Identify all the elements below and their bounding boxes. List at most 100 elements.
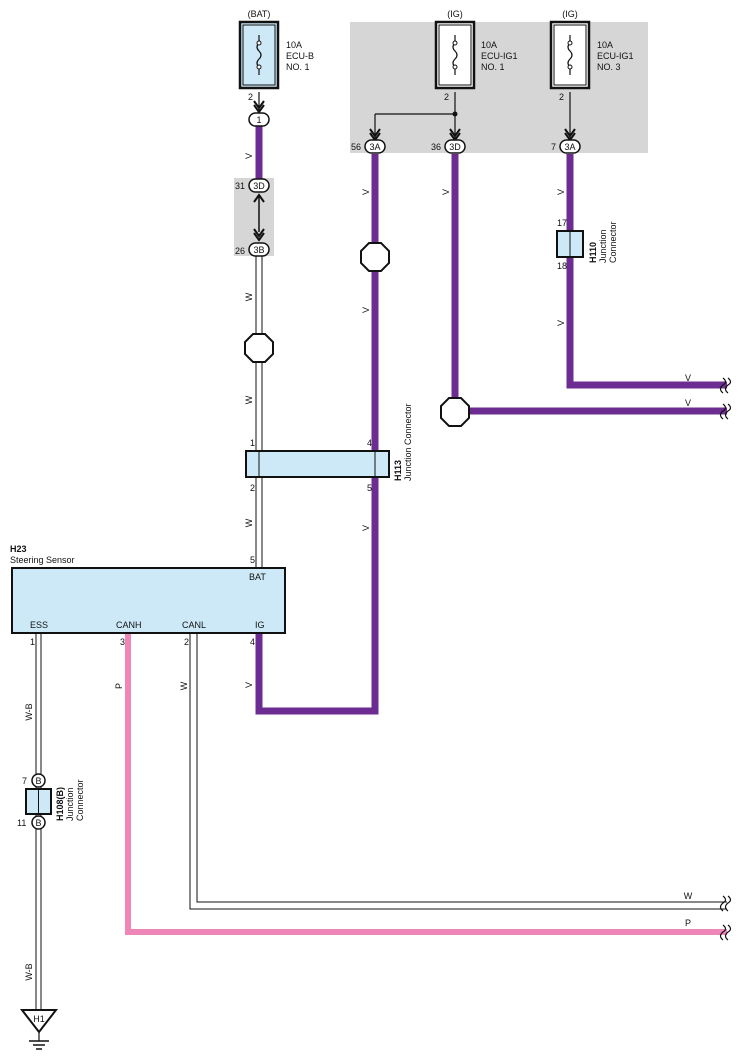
svg-text:H113: H113	[393, 460, 403, 481]
svg-text:H108(B): H108(B)	[55, 787, 65, 821]
svg-text:(BAT): (BAT)	[248, 9, 271, 19]
ground-h1: H1	[19, 1009, 59, 1050]
junction-connector-h113: 1 2 4 5 H113 Junction Connector	[245, 403, 413, 493]
svg-text:W-B: W-B	[24, 963, 34, 980]
svg-text:H1: H1	[33, 1014, 45, 1024]
svg-text:(IG): (IG)	[447, 9, 463, 19]
svg-text:BAT: BAT	[249, 572, 266, 582]
svg-text:IG: IG	[255, 620, 265, 630]
svg-text:B: B	[35, 776, 41, 786]
svg-text:CANH: CANH	[116, 620, 142, 630]
steering-sensor-h23: H23 Steering Sensor 5 BAT ESS CANH CANL …	[10, 544, 286, 647]
svg-text:10A: 10A	[286, 40, 302, 50]
svg-text:B: B	[35, 818, 41, 828]
svg-text:4: 4	[250, 637, 255, 647]
svg-text:(IG): (IG)	[562, 9, 578, 19]
fuse-element-icon	[256, 35, 262, 75]
svg-text:P: P	[114, 683, 124, 689]
connector-3d-36: 36 3D	[431, 128, 466, 154]
connector-3d-31: 31 3D	[235, 178, 270, 232]
svg-text:W: W	[684, 891, 693, 901]
svg-text:NO. 1: NO. 1	[286, 62, 310, 72]
svg-text:V: V	[441, 189, 451, 195]
svg-text:7: 7	[551, 142, 556, 152]
svg-text:Junction: Junction	[598, 229, 608, 263]
svg-text:2: 2	[444, 92, 449, 102]
svg-text:W-B: W-B	[24, 703, 34, 720]
svg-text:W: W	[244, 518, 254, 527]
svg-text:Connector: Connector	[75, 779, 85, 821]
svg-text:3: 3	[120, 637, 125, 647]
svg-text:3D: 3D	[449, 142, 461, 152]
svg-text:V: V	[556, 189, 566, 195]
fuse-element-icon	[567, 35, 573, 75]
arrow-down-icon	[253, 228, 265, 242]
svg-text:ECU-IG1: ECU-IG1	[597, 51, 634, 61]
svg-text:V: V	[361, 525, 371, 531]
svg-text:2: 2	[559, 92, 564, 102]
wire-ig3-violet-out	[566, 154, 727, 389]
svg-text:17: 17	[557, 218, 567, 228]
fuse-ecu-b: (BAT) 10A ECU-B NO. 1 2	[238, 9, 314, 102]
svg-text:5: 5	[367, 483, 372, 493]
svg-text:ECU-IG1: ECU-IG1	[481, 51, 518, 61]
svg-text:1: 1	[30, 637, 35, 647]
wire-break-marks	[719, 377, 732, 941]
connector-3a-7: 7 3A	[551, 128, 581, 154]
svg-text:10A: 10A	[481, 40, 497, 50]
svg-text:3A: 3A	[564, 142, 575, 152]
svg-text:Steering Sensor: Steering Sensor	[10, 555, 75, 565]
svg-text:2: 2	[248, 92, 253, 102]
svg-text:Junction Connector: Junction Connector	[403, 403, 413, 481]
svg-text:ESS: ESS	[30, 620, 48, 630]
svg-text:26: 26	[235, 246, 245, 256]
arrow-up-icon	[253, 193, 265, 203]
fuse-ecu-ig1-no1: (IG) 10A ECU-IG1 NO. 1 2	[434, 9, 518, 102]
junction-connector-h110: 17 18 H110 Junction Connector	[556, 218, 618, 271]
svg-text:H23: H23	[10, 544, 27, 554]
svg-text:V: V	[361, 189, 371, 195]
svg-text:31: 31	[235, 181, 245, 191]
arrow-down-icon	[253, 100, 265, 114]
svg-text:V: V	[556, 320, 566, 326]
svg-text:1: 1	[250, 438, 255, 448]
svg-text:Connector: Connector	[608, 221, 618, 263]
connector-3b-26: 26 3B	[235, 228, 270, 257]
ground-triangle-icon	[19, 1009, 59, 1034]
wire-canl-white	[189, 633, 727, 910]
fuse-element-icon	[452, 35, 458, 75]
svg-text:V: V	[685, 373, 691, 383]
svg-text:3A: 3A	[369, 142, 380, 152]
svg-text:W: W	[244, 292, 254, 301]
wire-bat-white	[255, 256, 263, 567]
svg-text:36: 36	[431, 142, 441, 152]
svg-text:1: 1	[256, 115, 261, 125]
splice-octagon-violet	[360, 242, 390, 272]
svg-text:11: 11	[17, 818, 26, 828]
wire-color-labels: V W W W V V V V V V V V V P W W-B W-B W …	[24, 153, 693, 981]
splice-point	[452, 111, 458, 117]
svg-text:H110: H110	[588, 242, 598, 263]
svg-text:7: 7	[22, 776, 27, 786]
svg-text:Junction: Junction	[65, 787, 75, 821]
svg-text:CANL: CANL	[182, 620, 206, 630]
svg-text:V: V	[361, 307, 371, 313]
svg-text:V: V	[244, 153, 254, 159]
svg-text:3D: 3D	[253, 181, 265, 191]
svg-text:3B: 3B	[253, 245, 264, 255]
svg-text:10A: 10A	[597, 40, 613, 50]
svg-text:4: 4	[367, 438, 372, 448]
svg-text:V: V	[244, 682, 254, 688]
svg-text:5: 5	[250, 555, 255, 565]
svg-text:2: 2	[250, 483, 255, 493]
splice-octagon-white	[244, 333, 274, 363]
connector-1: 1	[248, 100, 270, 127]
wire-canh-pink	[125, 633, 727, 935]
svg-text:W: W	[244, 395, 254, 404]
wire-ig-violet	[255, 154, 379, 715]
svg-text:NO. 3: NO. 3	[597, 62, 621, 72]
splice-octagon-violet-right	[440, 397, 470, 427]
fuse-block-background	[350, 22, 648, 153]
svg-text:NO. 1: NO. 1	[481, 62, 505, 72]
